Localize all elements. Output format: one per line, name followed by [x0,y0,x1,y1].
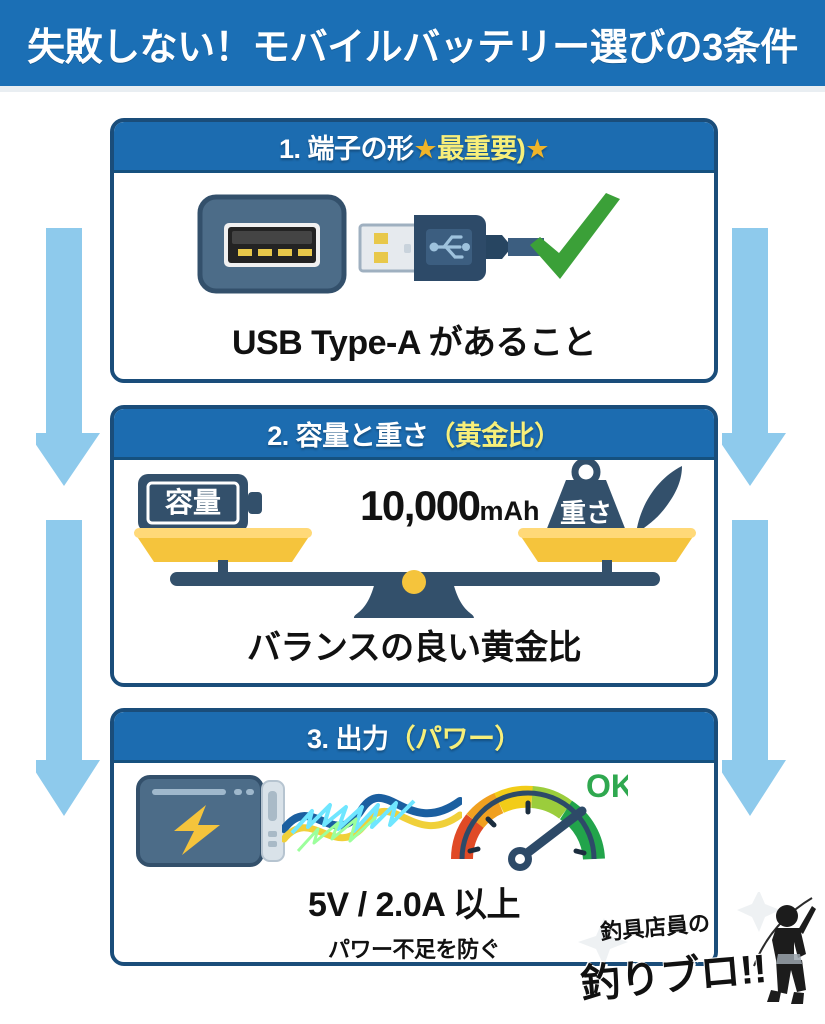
condition-card-2: 2.容量と重さ（黄金比） 容量 10,000mAh 重さ [110,405,718,687]
card-2-title: 2.容量と重さ（黄金比） [267,414,561,453]
card-1-title-main: 端子の形 [307,133,415,164]
card-1-caption: USB Type-A があること [231,324,597,362]
card-3-illustration: OK [114,763,714,875]
card-1-number: 1. [279,133,301,164]
card-3-title-highlight: （パワー） [388,723,522,754]
usb-connector-icon [358,215,544,281]
page-title: 失敗しない！モバイルバッテリー選びの3条件 [27,26,798,69]
card-2-header: 2.容量と重さ（黄金比） [114,409,714,460]
energy-wave-icon [282,793,462,853]
card-2-title-main: 容量と重さ [295,420,429,451]
card-2-title-highlight: （黄金比） [428,420,561,451]
star-icon-left: ★ [413,133,438,164]
brand-logo: 釣具店員の 釣りブロ!! [566,892,825,1024]
card-1-title: 1.端子の形★最重要)★ [279,127,549,166]
battery-icon: 容量 [138,474,262,532]
weight-icon: 重さ [544,460,682,540]
weight-badge-label: 重さ [560,498,612,528]
green-check-icon [530,193,620,279]
card-3-title: 3.出力（パワー） [306,717,522,756]
power-bank-icon [136,775,285,867]
card-1-body: USB Type-A があること [114,173,714,378]
flow-arrow-right-1 [722,228,796,490]
card-3-caption: 5V / 2.0A 以上 [308,886,520,924]
fishing-rod-icon [753,897,813,967]
flow-arrow-right-2 [722,520,796,820]
card-1-header: 1.端子の形★最重要)★ [114,122,714,173]
condition-card-1: 1.端子の形★最重要)★ [110,118,718,383]
card-3-number: 3. [306,723,329,754]
star-icon-right: ★ [525,133,549,164]
card-1-illustration [114,173,714,309]
flow-arrow-left-1 [36,228,110,490]
balance-scale-icon [134,528,696,618]
gauge-ok-label: OK [586,768,628,804]
card-2-illustration: 容量 10,000mAh 重さ [114,460,714,618]
capacity-unit: mAh [479,496,540,526]
banner-underline [0,86,825,92]
card-3-body: OK 5V / 2.0A 以上 パワー不足を防ぐ [114,763,714,962]
card-2-number: 2. [267,420,289,451]
card-2-body: 容量 10,000mAh 重さ [114,460,714,682]
usb-port-icon [197,194,347,294]
condition-card-3: 3.出力（パワー） [110,708,718,966]
sparkle-icon-right [737,892,780,932]
card-3-header: 3.出力（パワー） [114,712,714,763]
card-2-caption: バランスの良い黄金比 [246,629,582,667]
gauge-meter-icon: OK [451,768,628,871]
flow-arrow-left-2 [36,520,110,820]
card-1-title-highlight: 最重要) [437,133,526,164]
battery-badge-label: 容量 [165,486,221,518]
page-banner: 失敗しない！モバイルバッテリー選びの3条件 [0,0,825,86]
sparkle-icon-left [578,918,628,966]
capacity-value-group: 10,000mAh [360,482,539,530]
angler-silhouette-icon [767,905,816,1004]
card-3-title-main: 出力 [335,723,390,754]
card-3-subcaption: パワー不足を防ぐ [327,937,501,962]
capacity-value: 10,000 [360,482,481,529]
